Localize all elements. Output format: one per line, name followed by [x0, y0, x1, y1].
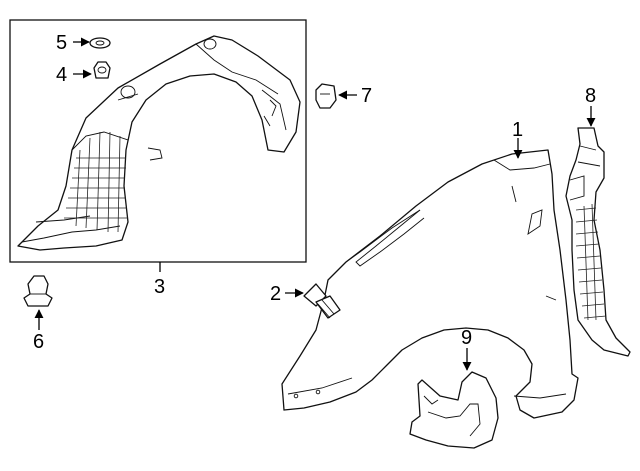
liner-group-box [9, 19, 307, 263]
fender-liner[interactable] [17, 35, 301, 251]
callout-3: 3 [154, 276, 165, 298]
fender-insulator[interactable] [565, 127, 631, 357]
callout-1: 1 [512, 119, 523, 141]
washer[interactable] [89, 37, 111, 49]
callout-9: 9 [461, 327, 472, 349]
callout-5: 5 [56, 32, 67, 54]
bolt[interactable] [303, 283, 341, 319]
leader-lines [34, 37, 596, 371]
callout-4: 4 [56, 64, 67, 86]
callout-7: 7 [361, 85, 372, 107]
retainer[interactable] [315, 83, 337, 109]
mud-guard[interactable] [409, 371, 499, 449]
callout-2: 2 [270, 283, 281, 305]
callout-8: 8 [585, 85, 596, 107]
callout-6: 6 [33, 331, 44, 353]
push-clip[interactable] [23, 275, 53, 307]
front-fender[interactable] [281, 149, 579, 419]
nut[interactable] [93, 61, 111, 79]
